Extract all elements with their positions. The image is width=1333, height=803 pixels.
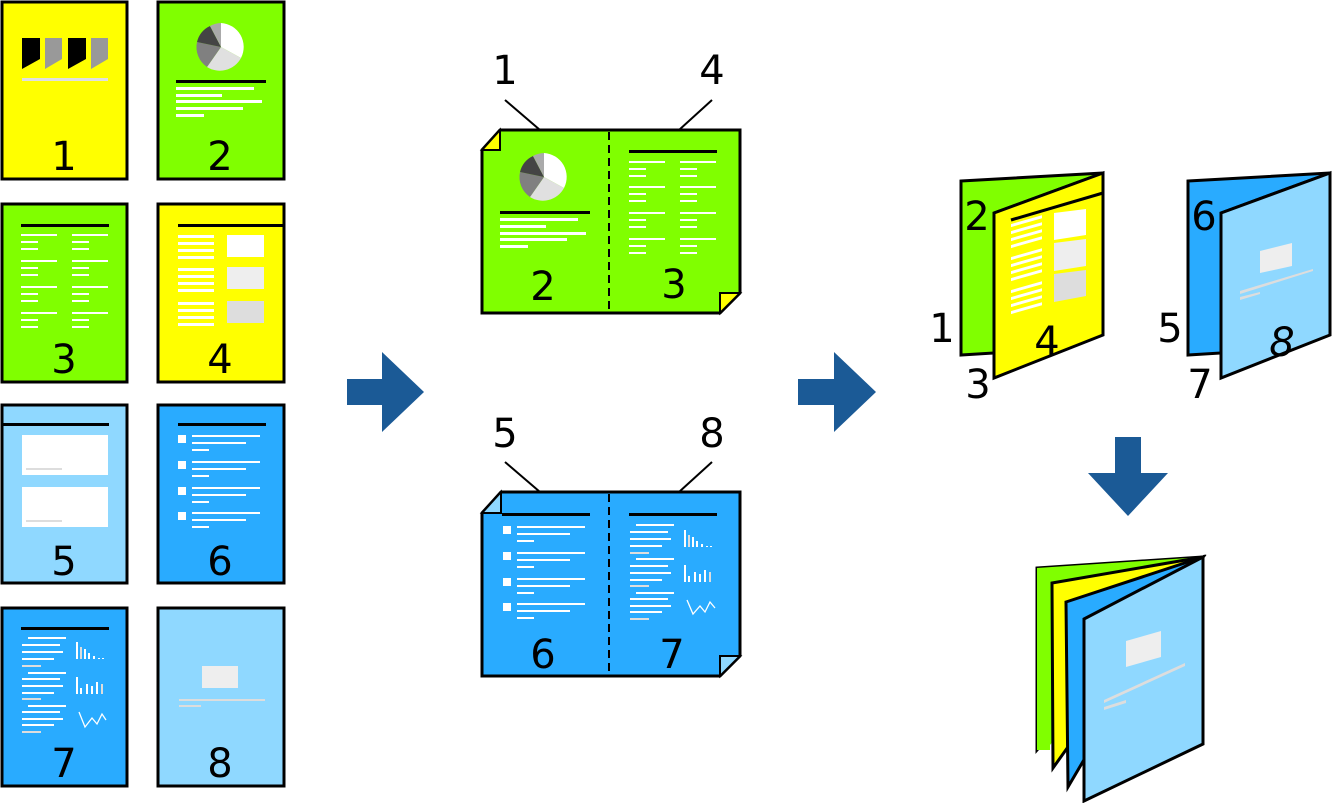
source-page-4: 4 bbox=[156, 202, 286, 384]
front-page-label: 2 bbox=[530, 264, 555, 310]
two-column-text bbox=[21, 234, 108, 328]
pie-chart-icon bbox=[519, 153, 567, 201]
folded-corner bbox=[479, 489, 502, 514]
bar-chart-icon bbox=[76, 677, 103, 694]
source-page-5: 5 bbox=[0, 403, 129, 585]
page-label: 4 bbox=[1034, 319, 1059, 365]
folded-corner bbox=[479, 127, 501, 151]
image-box bbox=[227, 235, 264, 257]
page-number: 3 bbox=[51, 337, 76, 383]
page-number: 8 bbox=[207, 741, 232, 787]
back-page-label: 5 bbox=[492, 411, 517, 457]
image-box bbox=[227, 301, 264, 323]
arrow-right-icon bbox=[798, 352, 876, 432]
folded-corner bbox=[719, 655, 743, 679]
source-page-8: 8 bbox=[156, 606, 286, 788]
image-box bbox=[227, 267, 264, 289]
page-number: 4 bbox=[207, 337, 232, 383]
page-label: 6 bbox=[1191, 194, 1216, 240]
text-lines bbox=[178, 235, 214, 326]
image-box bbox=[202, 666, 238, 688]
bar-chart-icon bbox=[76, 642, 104, 659]
folded-sheet-2: 6 5 7 8 bbox=[1157, 170, 1332, 408]
front-page-label: 7 bbox=[659, 632, 684, 678]
page-label: 8 bbox=[1269, 320, 1294, 366]
back-page-label: 4 bbox=[699, 48, 724, 94]
page-number: 2 bbox=[207, 134, 232, 180]
arrow-right-icon bbox=[347, 352, 424, 432]
line-chart-icon bbox=[78, 711, 107, 729]
page-number: 5 bbox=[51, 539, 76, 585]
page-label: 5 bbox=[1157, 306, 1182, 352]
source-page-6: 6 bbox=[156, 403, 286, 585]
bar-chart-icon bbox=[684, 530, 712, 547]
front-page-label: 3 bbox=[661, 262, 686, 308]
page-label: 1 bbox=[929, 306, 954, 352]
folded-sheet-1: 2 1 3 4 bbox=[929, 170, 1105, 408]
page-label: 7 bbox=[1187, 362, 1212, 408]
page-label: 3 bbox=[965, 362, 990, 408]
folded-corner bbox=[719, 292, 743, 316]
source-page-3: 3 bbox=[0, 202, 129, 384]
finished-booklet bbox=[1035, 554, 1207, 803]
front-page-label: 6 bbox=[530, 632, 555, 678]
source-page-2: 2 bbox=[156, 0, 286, 181]
line-chart-icon bbox=[686, 599, 716, 616]
text-lines bbox=[22, 637, 66, 733]
checklist bbox=[178, 435, 260, 528]
arrow-down-icon bbox=[1088, 437, 1168, 516]
bookmark-icons bbox=[22, 38, 108, 81]
page-number: 7 bbox=[51, 741, 76, 787]
page-number: 6 bbox=[207, 539, 232, 585]
back-page-label: 8 bbox=[699, 411, 724, 457]
page-label: 2 bbox=[964, 194, 989, 240]
page-number: 1 bbox=[51, 134, 76, 180]
source-page-1: 1 bbox=[0, 0, 129, 181]
back-page-label: 1 bbox=[492, 48, 517, 94]
sheet-1: 1 4 2 3 bbox=[479, 48, 743, 316]
source-page-7: 7 bbox=[0, 606, 129, 788]
bar-chart-icon bbox=[684, 565, 711, 582]
pie-chart-icon bbox=[196, 23, 244, 71]
sheet-2: 5 8 6 7 bbox=[479, 411, 743, 679]
